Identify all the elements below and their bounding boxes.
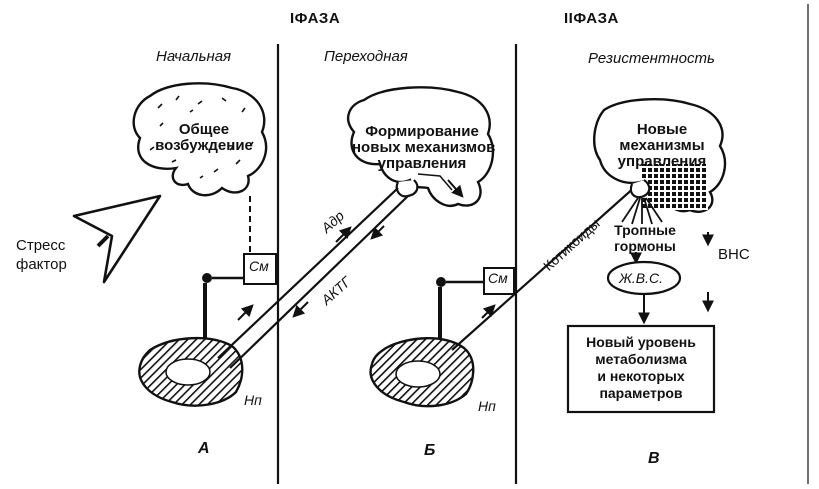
fade-link-b <box>417 173 453 191</box>
brain-text-a-line1: Общее <box>178 121 230 138</box>
adr-line-2 <box>229 195 409 369</box>
vns-label: ВНС <box>718 246 750 263</box>
metabolism-line4: параметров <box>599 385 683 401</box>
adr-line-1 <box>217 187 399 359</box>
tropic-hormones-label: Тропные гормоны <box>602 222 688 254</box>
tropic-fan <box>621 197 663 225</box>
metabolism-line1: Новый уровень <box>586 334 696 350</box>
brain-cloud-b <box>347 86 495 207</box>
node-b <box>436 277 446 287</box>
actg-arrow-2 <box>292 301 309 318</box>
hypothalamus-core-a <box>165 358 211 386</box>
pituitary-b <box>395 179 419 198</box>
corticoid-arrow <box>481 304 496 319</box>
column-resistance: Резистентность <box>588 50 715 67</box>
panel-a-label: А <box>198 440 210 457</box>
brain-grid-c <box>642 164 708 210</box>
np-label-b: Нп <box>478 398 496 414</box>
metabolism-text: Новый уровень метаболизма и некоторых па… <box>568 334 714 402</box>
brain-text-c-line2: механизмы <box>619 137 705 154</box>
brain-text-a: Общее возбуждение <box>154 122 254 154</box>
phase-2-label: IIФАЗА <box>564 10 619 27</box>
sm-label-a: См <box>249 258 269 274</box>
tropic-line1: Тропные <box>614 222 676 238</box>
sm-box-a <box>243 253 277 285</box>
stress-arrow <box>72 194 162 284</box>
tropic-line2: гормоны <box>614 238 676 254</box>
actg-arrow-1 <box>370 225 385 240</box>
pituitary-c <box>629 179 651 199</box>
adr-arrow <box>335 226 352 243</box>
zhvs-label: Ж.В.С. <box>619 270 663 286</box>
hypothalamus-core-b <box>395 360 441 388</box>
metabolism-line3: и некоторых <box>597 368 685 384</box>
hormone-arrow-b <box>447 179 464 198</box>
panel-c-label: В <box>648 450 660 467</box>
brain-text-b-line3: управления <box>377 155 467 172</box>
sm-label-b: См <box>488 270 508 286</box>
panel-b-label: Б <box>424 442 436 459</box>
brain-text-b-line2: новых механизмов <box>352 139 496 156</box>
node-a <box>202 273 212 283</box>
brain-cloud-a <box>132 82 268 197</box>
corticoid-line <box>451 185 637 351</box>
brain-text-a-line2: возбуждение <box>155 137 253 154</box>
column-initial: Начальная <box>156 48 232 65</box>
metabolism-line2: метаболизма <box>595 351 687 367</box>
brain-text-b-line1: Формирование <box>365 123 479 140</box>
brain-text-c-line1: Новые <box>636 121 688 138</box>
column-transitional: Переходная <box>324 48 408 65</box>
brain-text-c-line3: управления <box>617 153 707 170</box>
stress-label-line2: фактор <box>16 256 67 273</box>
stress-label-line1: Стресс <box>16 237 66 254</box>
stress-arrow-mark <box>96 234 110 248</box>
brain-text-c: Новые механизмы управления <box>612 122 712 170</box>
adr-arrow-2 <box>237 304 254 321</box>
brain-text-b: Формирование новых механизмов управления <box>352 123 496 172</box>
np-label-a: Нп <box>244 392 262 408</box>
stress-factor-label: Стресс фактор <box>16 236 67 274</box>
phase-1-label: IФАЗА <box>290 10 341 27</box>
metabolism-box <box>566 324 716 414</box>
brain-speckle-a <box>149 95 254 179</box>
